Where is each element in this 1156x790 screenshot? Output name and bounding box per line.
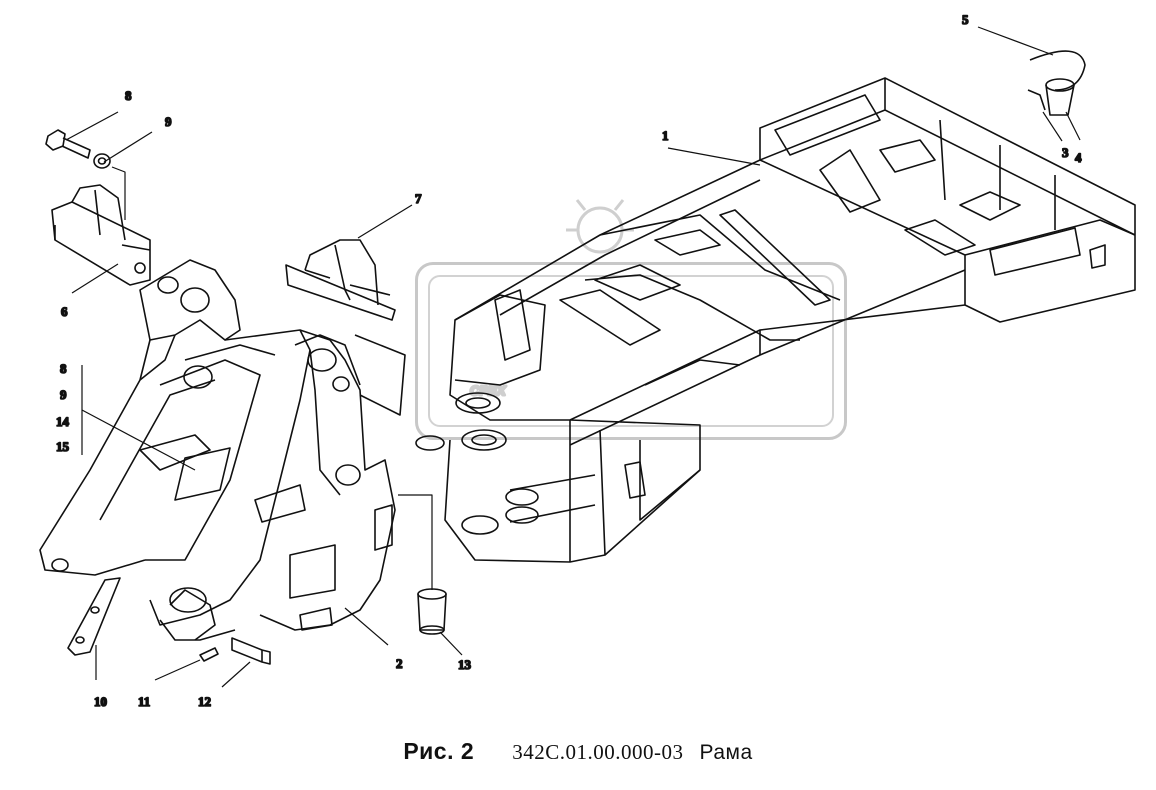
figure-title: Рама bbox=[699, 741, 753, 764]
callout-12: 12 bbox=[198, 694, 211, 709]
callout-6: 6 bbox=[61, 304, 68, 319]
callout-14: 14 bbox=[56, 414, 70, 429]
leader-lines bbox=[65, 26, 1081, 688]
callout-9: 9 bbox=[165, 114, 172, 129]
callout-7: 7 bbox=[415, 191, 422, 206]
cotter-pin-part-11 bbox=[199, 647, 219, 662]
document-code: 342С.01.00.000-03 bbox=[512, 740, 684, 764]
pin-assembly-parts-3-4-5 bbox=[1027, 50, 1086, 116]
figure-number: Рис. 2 bbox=[403, 738, 475, 764]
callout-8: 8 bbox=[125, 88, 132, 103]
callout-11: 11 bbox=[138, 694, 150, 709]
callout-5: 5 bbox=[962, 12, 969, 27]
washer-part-9 bbox=[93, 153, 111, 169]
callout-10: 10 bbox=[94, 694, 107, 709]
callout-2: 2 bbox=[396, 656, 403, 671]
callout-3: 3 bbox=[1062, 145, 1069, 160]
main-frame-part-1 bbox=[415, 77, 1136, 563]
callout-9-lower: 9 bbox=[60, 387, 67, 402]
front-frame-part-2 bbox=[39, 259, 396, 641]
figure-caption: Рис. 2 342С.01.00.000-03 Рама bbox=[0, 738, 1156, 765]
bracket-part-7 bbox=[285, 239, 396, 321]
svg-text:CPEX: CPEX bbox=[470, 383, 507, 398]
link-plate-part-10 bbox=[67, 577, 121, 656]
axle-part-12 bbox=[231, 637, 271, 665]
plate-near-7 bbox=[354, 334, 406, 416]
bolt-part-8 bbox=[45, 129, 91, 159]
callout-8-lower: 8 bbox=[60, 361, 67, 376]
pin-part-13 bbox=[417, 588, 447, 635]
callout-labels: 1 2 3 4 5 6 7 8 9 10 11 12 13 8 9 14 15 bbox=[55, 11, 1083, 710]
callout-15: 15 bbox=[56, 439, 70, 454]
bracket-part-6 bbox=[51, 184, 151, 286]
callout-13: 13 bbox=[458, 657, 472, 672]
watermark-logo: CPEX bbox=[469, 199, 634, 400]
callout-1: 1 bbox=[662, 128, 669, 143]
callout-4: 4 bbox=[1075, 150, 1082, 165]
